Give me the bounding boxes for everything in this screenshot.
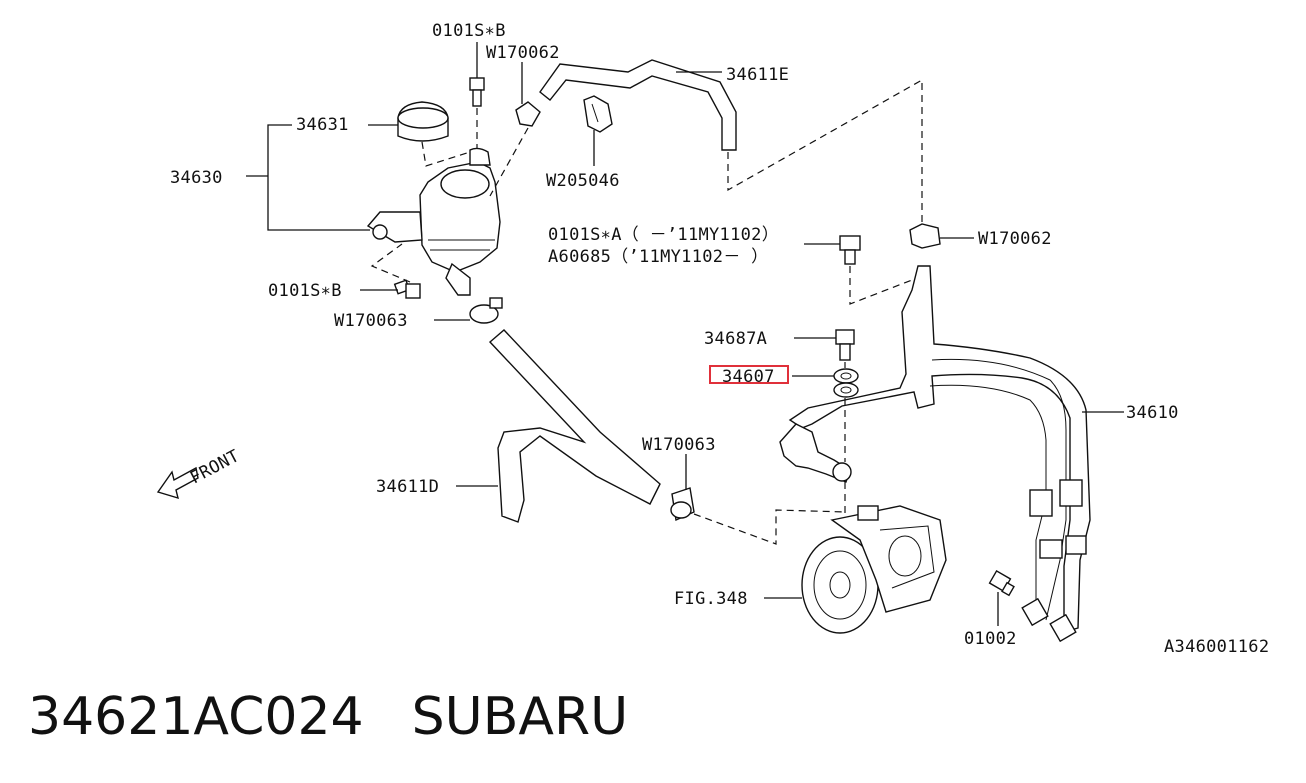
label-hose-34611e[interactable]: 34611E [726, 65, 789, 85]
label-pump-fig348[interactable]: FIG.348 [674, 589, 748, 609]
label-bolt-01002[interactable]: 01002 [964, 629, 1017, 649]
highlight-box [709, 365, 789, 384]
label-clip-w170063-left[interactable]: W170063 [334, 311, 408, 331]
pipe-34610[interactable] [779, 265, 1091, 643]
bolt-01002[interactable] [988, 569, 1015, 597]
diagram-code: A346001162 [1164, 637, 1269, 657]
parts-diagram: 0101S∗B W170062 34611E 34631 34630 W2050… [156, 21, 1269, 657]
clip-w170062-right[interactable] [909, 223, 941, 249]
label-tank-34630[interactable]: 34630 [170, 168, 223, 188]
label-clip-w170062-top[interactable]: W170062 [486, 43, 560, 63]
label-bolt-0101sb-top[interactable]: 0101S∗B [432, 21, 506, 41]
label-clip-w170062-right[interactable]: W170062 [978, 229, 1052, 249]
label-bolt-a60685[interactable]: A60685（’11MY1102－ ） [548, 247, 768, 267]
reservoir-tank[interactable] [366, 147, 501, 296]
label-hose-34611d[interactable]: 34611D [376, 477, 439, 497]
label-bolt-0101sa[interactable]: 0101S∗A（ －’11MY1102） [548, 225, 779, 245]
reservoir-cap[interactable] [397, 101, 449, 142]
clip-w170063-mid[interactable] [670, 487, 695, 522]
clip-w205046[interactable] [583, 95, 613, 133]
front-arrow-icon [156, 466, 199, 500]
label-clip-w170063-mid[interactable]: W170063 [642, 435, 716, 455]
hose-34611d[interactable] [488, 329, 661, 523]
label-front: FRONT [187, 446, 243, 488]
bolt-0101sb-left[interactable] [393, 279, 421, 299]
bolt-0101sa[interactable] [839, 235, 861, 265]
clip-w170062-top[interactable] [515, 101, 541, 127]
part-number: 34621AC024 [28, 687, 364, 747]
label-bolt-34687a[interactable]: 34687A [704, 329, 767, 349]
footer: 34621AC024 SUBARU [28, 682, 628, 752]
clip-w170063-left[interactable] [469, 297, 503, 324]
label-pipe-34610[interactable]: 34610 [1126, 403, 1179, 423]
brand-name: SUBARU [411, 687, 629, 747]
hose-34611e[interactable] [539, 59, 737, 151]
bolt-34687a[interactable] [835, 329, 855, 361]
washer-34607[interactable] [833, 368, 859, 398]
label-clip-w205046[interactable]: W205046 [546, 171, 620, 191]
power-steering-pump[interactable] [801, 505, 947, 634]
bolt-0101sb-top[interactable] [469, 77, 485, 107]
label-bolt-0101sb-left[interactable]: 0101S∗B [268, 281, 342, 301]
label-washer-34607[interactable]: 34607 [722, 367, 775, 387]
label-cap-34631[interactable]: 34631 [296, 115, 349, 135]
